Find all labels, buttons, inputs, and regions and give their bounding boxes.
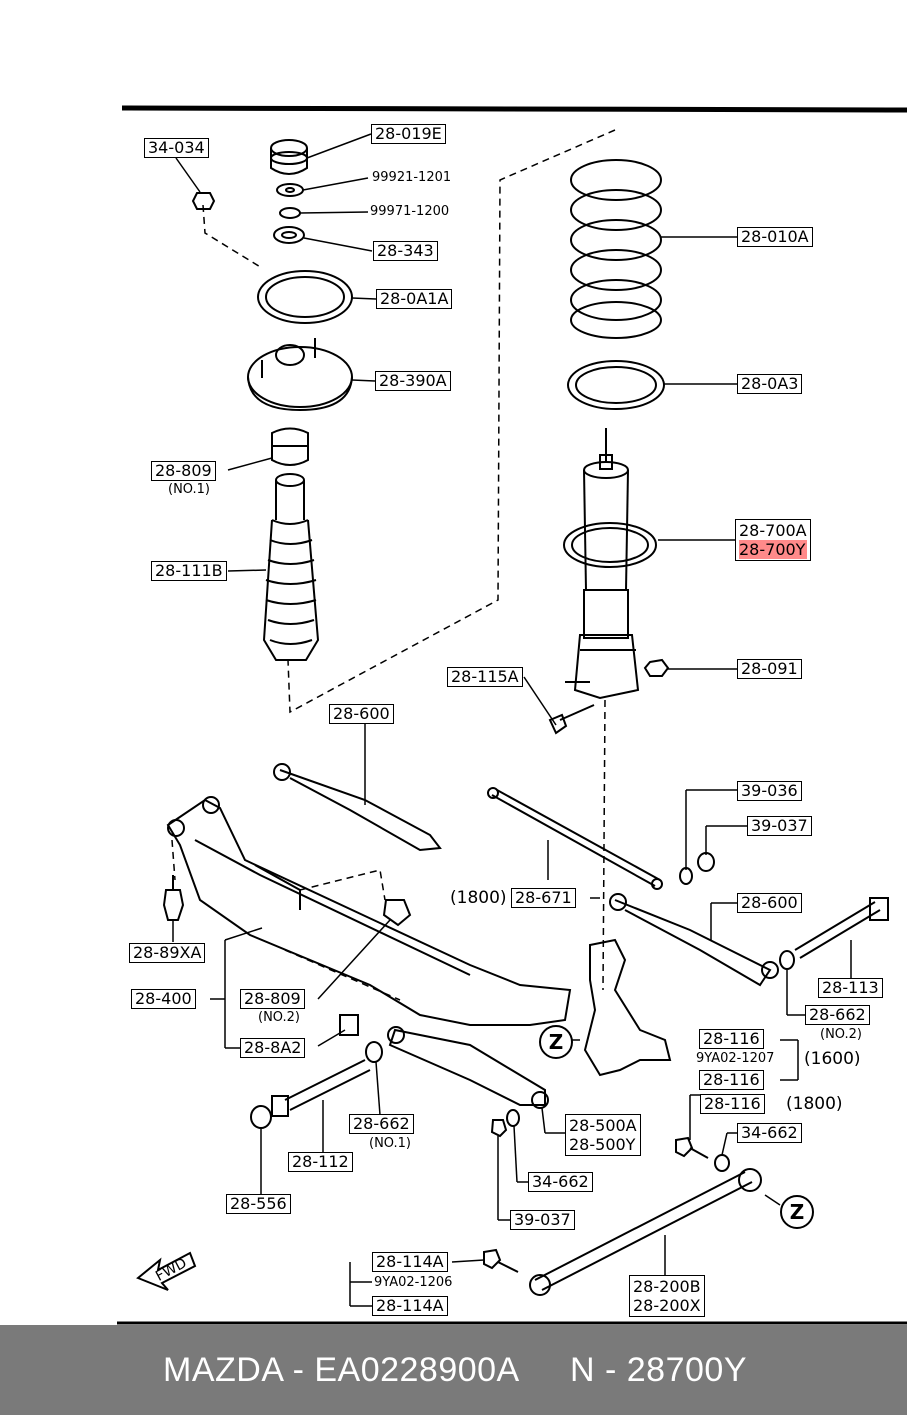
label-99921-1201: 99921-1201	[372, 170, 452, 185]
label-28-500Y: 28-500Y	[569, 1135, 636, 1154]
label-28-114A-b: 28-114A	[372, 1296, 448, 1316]
label-28-600-upper: 28-600	[329, 704, 394, 724]
label-34-662-left: 34-662	[528, 1172, 593, 1192]
label-28-500: 28-500A 28-500Y	[565, 1114, 641, 1156]
label-34-034: 34-034	[144, 138, 209, 158]
label-28-700Y-highlighted: 28-700Y	[739, 540, 807, 559]
label-no1-b: (NO.1)	[369, 1136, 411, 1151]
label-28-400: 28-400	[131, 989, 196, 1009]
label-28-662-no1: 28-662	[349, 1114, 414, 1134]
label-28-116-c: 28-116	[700, 1094, 765, 1114]
label-28-200X: 28-200X	[633, 1296, 701, 1315]
label-28-0A3: 28-0A3	[737, 374, 803, 394]
footer-part-number: N - 28700Y	[570, 1351, 747, 1389]
label-no1: (NO.1)	[168, 482, 210, 497]
label-28-89XA: 28-89XA	[129, 943, 206, 963]
z-marker-link: Z	[780, 1195, 814, 1229]
label-1800-bolt: (1800)	[786, 1094, 843, 1114]
label-34-662-right: 34-662	[737, 1123, 802, 1143]
label-39-036: 39-036	[737, 781, 802, 801]
label-28-343: 28-343	[373, 241, 438, 261]
label-28-112: 28-112	[288, 1152, 353, 1172]
label-39-037-lower: 39-037	[510, 1210, 575, 1230]
label-28-111B: 28-111B	[151, 561, 227, 581]
label-no2-b: (NO.2)	[820, 1027, 862, 1042]
label-28-019E: 28-019E	[371, 124, 446, 144]
label-1600: (1600)	[804, 1049, 861, 1069]
label-28-556: 28-556	[226, 1194, 291, 1214]
label-28-500A: 28-500A	[569, 1116, 637, 1135]
label-28-671: 28-671	[511, 888, 576, 908]
label-28-662-no2: 28-662	[805, 1005, 870, 1025]
label-28-116-b: 28-116	[699, 1070, 764, 1090]
label-28-200B: 28-200B	[633, 1277, 701, 1296]
label-28-091: 28-091	[737, 659, 802, 679]
label-28-809-no2: 28-809	[240, 989, 305, 1009]
label-28-700A: 28-700A	[739, 521, 807, 540]
label-28-600-right: 28-600	[737, 893, 802, 913]
label-28-8A2: 28-8A2	[240, 1038, 306, 1058]
footer-brand-part: MAZDA - EA0228900A	[163, 1351, 520, 1389]
footer-bar: MAZDA - EA0228900A N - 28700Y	[0, 1325, 907, 1415]
parts-diagram: 34-034 28-019E 99921-1201 99971-1200 28-…	[117, 105, 907, 1325]
z-marker-knuckle: Z	[539, 1025, 573, 1059]
label-28-0A1A: 28-0A1A	[376, 289, 453, 309]
label-9YA02-1206: 9YA02-1206	[374, 1275, 453, 1290]
label-39-037-upper: 39-037	[747, 816, 812, 836]
label-28-113: 28-113	[818, 978, 883, 998]
label-28-116-a: 28-116	[699, 1029, 764, 1049]
diagram-drawing	[117, 105, 907, 1325]
label-no2: (NO.2)	[258, 1010, 300, 1025]
label-99971-1200: 99971-1200	[370, 204, 450, 219]
label-28-809: 28-809	[151, 461, 216, 481]
label-1800-stabilizer: (1800)	[450, 888, 507, 908]
label-28-700: 28-700A 28-700Y	[735, 519, 811, 561]
label-9YA02-1207: 9YA02-1207	[696, 1051, 775, 1066]
label-28-390A: 28-390A	[375, 371, 451, 391]
label-28-114A: 28-114A	[372, 1252, 448, 1272]
label-28-115A: 28-115A	[447, 667, 523, 687]
label-28-010A: 28-010A	[737, 227, 813, 247]
label-28-200: 28-200B 28-200X	[629, 1275, 705, 1317]
